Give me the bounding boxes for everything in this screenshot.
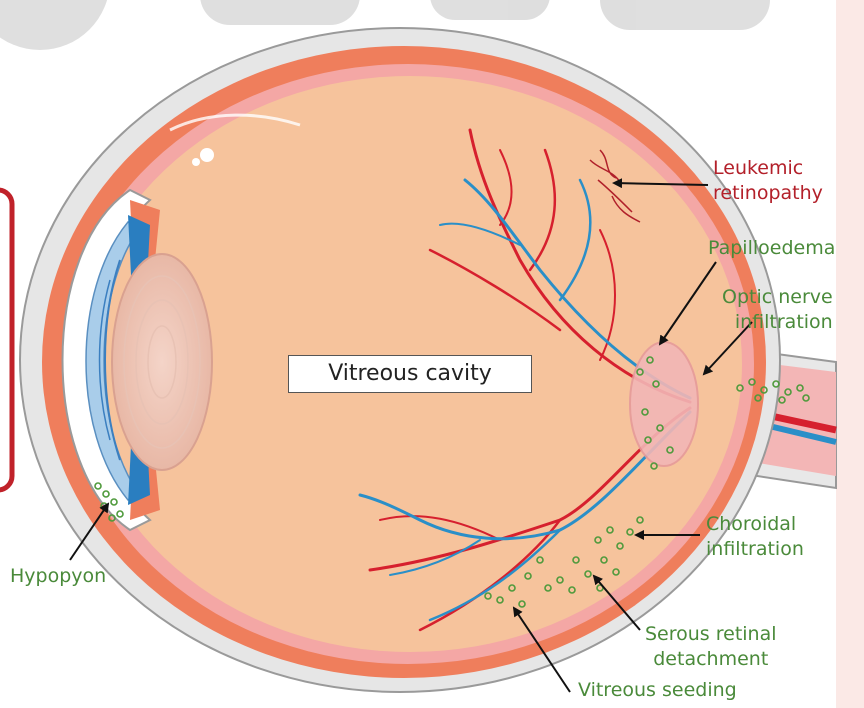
hypopyon-label: Hypopyon [10, 564, 106, 589]
papilloedema-label: Papilloedema [708, 236, 835, 261]
leukemic-retinopathy-label: Leukemic retinopathy [713, 156, 823, 206]
optic-disc [630, 342, 698, 466]
serous-retinal-detachment-label: Serous retinal detachment [645, 622, 777, 672]
vitreous-seeding-label: Vitreous seeding [578, 678, 737, 703]
vitreous-cavity-label: Vitreous cavity [288, 355, 532, 393]
optic-nerve-infiltration-label: Optic nerve infiltration [722, 285, 833, 335]
lens [112, 254, 212, 470]
choroidal-infiltration-label: Choroidal infiltration [706, 512, 804, 562]
left-frame [0, 190, 12, 490]
side-panel [836, 0, 864, 708]
